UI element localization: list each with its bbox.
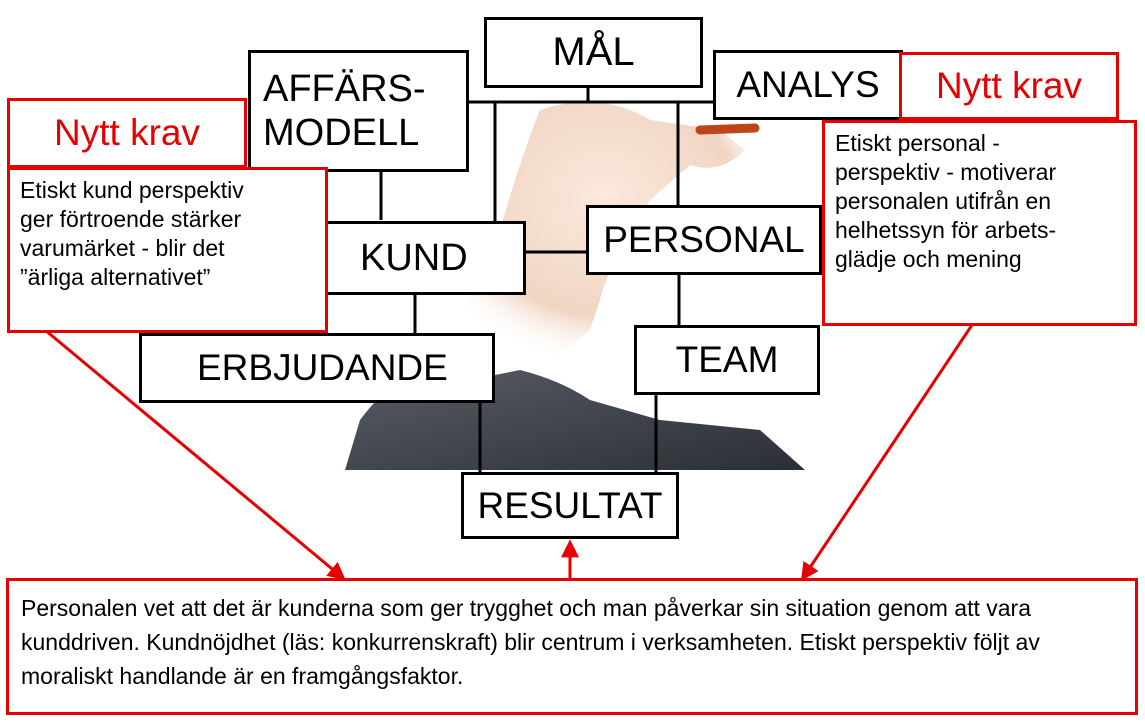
box-personal-label: PERSONAL (603, 219, 805, 260)
right-note-title: Nytt krav (899, 52, 1119, 120)
connector-lines (379, 88, 720, 472)
box-erbjudande-label: ERBJUDANDE (197, 347, 448, 388)
box-team-label: TEAM (675, 339, 779, 380)
left-note-text: Etiskt kund perspektiv ger förtroende st… (7, 167, 328, 333)
box-resultat-label: RESULTAT (477, 484, 663, 526)
box-analys-label: ANALYS (736, 64, 880, 105)
box-erbjudande: ERBJUDANDE (139, 333, 495, 403)
box-affars-label: AFFÄRS- (263, 68, 426, 110)
box-kund-label: KUND (360, 236, 468, 279)
box-personal: PERSONAL (586, 205, 822, 275)
box-affarsmodell: AFFÄRS- MODELL (248, 50, 469, 172)
box-analys: ANALYS (713, 50, 903, 120)
left-note-title: Nytt krav (7, 98, 247, 168)
box-modell-label: MODELL (263, 112, 420, 154)
box-mal-label: MÅL (552, 30, 635, 74)
box-team: TEAM (634, 325, 820, 395)
box-mal: MÅL (484, 17, 703, 88)
right-note-text: Etiskt personal - perspektiv - motiverar… (822, 120, 1137, 326)
box-kund: KUND (322, 221, 526, 295)
bottom-note: Personalen vet att det är kunderna som g… (6, 578, 1138, 715)
red-arrows (44, 324, 974, 581)
box-resultat: RESULTAT (461, 472, 679, 539)
